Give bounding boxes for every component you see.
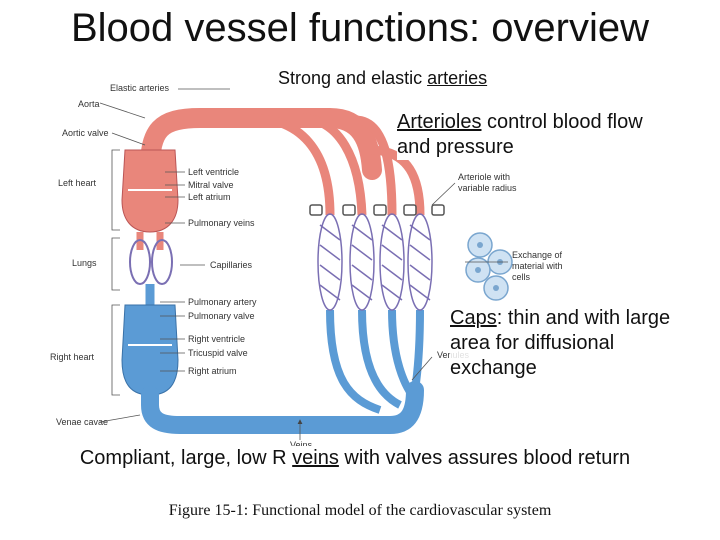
callout-caps-text: : thin and with large xyxy=(496,307,671,329)
label-right-atrium: Right atrium xyxy=(188,366,237,376)
label-left-ventricle: Left ventricle xyxy=(188,167,239,177)
lung-capillary-left xyxy=(129,239,151,285)
label-pulmonary-valve: Pulmonary valve xyxy=(188,311,255,321)
figure-caption: Figure 15-1: Functional model of the car… xyxy=(168,502,552,519)
callout-caps: Caps: thin and with large area for diffu… xyxy=(450,306,671,381)
label-exchange-3: cells xyxy=(512,272,531,282)
callout-arteries: Strong and elastic arteries xyxy=(278,66,488,91)
label-veins: Veins xyxy=(290,440,313,450)
callout-caps-line3: exchange xyxy=(450,357,537,379)
label-exchange-1: Exchange of xyxy=(512,250,563,260)
venous-branch-3 xyxy=(388,309,416,398)
label-exchange-2: material with xyxy=(512,261,563,271)
callout-veins: Compliant, large, low R veins with valve… xyxy=(0,446,710,471)
label-elastic-arteries: Elastic arteries xyxy=(110,83,170,93)
callout-arteries-link: arteries xyxy=(427,68,488,88)
right-heart xyxy=(121,304,179,396)
callout-veins-pre: Compliant, large, low R xyxy=(79,447,293,469)
label-arteriole-1: Arteriole with xyxy=(458,172,510,182)
venous-branch-1 xyxy=(326,309,382,414)
callout-caps-link: Caps xyxy=(450,307,497,329)
callout-veins-link: veins xyxy=(292,447,339,469)
label-venae-cavae: Venae cavae xyxy=(56,417,108,427)
callout-veins-post: with valves assures blood return xyxy=(338,447,631,469)
label-left-atrium: Left atrium xyxy=(188,192,231,202)
arterial-branch-2 xyxy=(299,113,367,216)
label-lungs: Lungs xyxy=(72,258,97,268)
label-pulmonary-veins: Pulmonary veins xyxy=(188,218,255,228)
venae-cavae xyxy=(141,381,424,434)
callout-arterioles-text: control blood flow xyxy=(481,111,643,133)
label-right-heart: Right heart xyxy=(50,352,95,362)
venous-branch-4 xyxy=(411,309,424,391)
callout-caps-line2: area for diffusional xyxy=(450,332,615,354)
arteriole-rings xyxy=(309,204,445,216)
label-aorta: Aorta xyxy=(78,99,100,109)
systemic-capillaries xyxy=(317,213,433,311)
label-capillaries: Capillaries xyxy=(210,260,253,270)
label-right-ventricle: Right ventricle xyxy=(188,334,245,344)
callout-arterioles: Arterioles control blood flow and pressu… xyxy=(397,110,643,160)
label-mitral-valve: Mitral valve xyxy=(188,180,234,190)
lung-capillary-right xyxy=(151,239,173,285)
label-tricuspid-valve: Tricuspid valve xyxy=(188,348,248,358)
tissue-cells xyxy=(465,232,513,301)
label-aortic-valve: Aortic valve xyxy=(62,128,109,138)
callout-arterioles-line2: and pressure xyxy=(397,136,514,158)
label-left-heart: Left heart xyxy=(58,178,97,188)
label-pulmonary-artery: Pulmonary artery xyxy=(188,297,257,307)
label-arteriole-2: variable radius xyxy=(458,183,517,193)
callout-arterioles-link: Arterioles xyxy=(397,111,482,133)
arterial-branch-4 xyxy=(369,145,425,216)
page-title: Blood vessel functions: overview xyxy=(70,6,650,50)
arterial-branch-1 xyxy=(249,113,335,216)
aorta-vessel xyxy=(140,108,382,180)
callout-arteries-text: Strong and elastic xyxy=(278,68,428,88)
venous-branch-2 xyxy=(358,309,402,409)
